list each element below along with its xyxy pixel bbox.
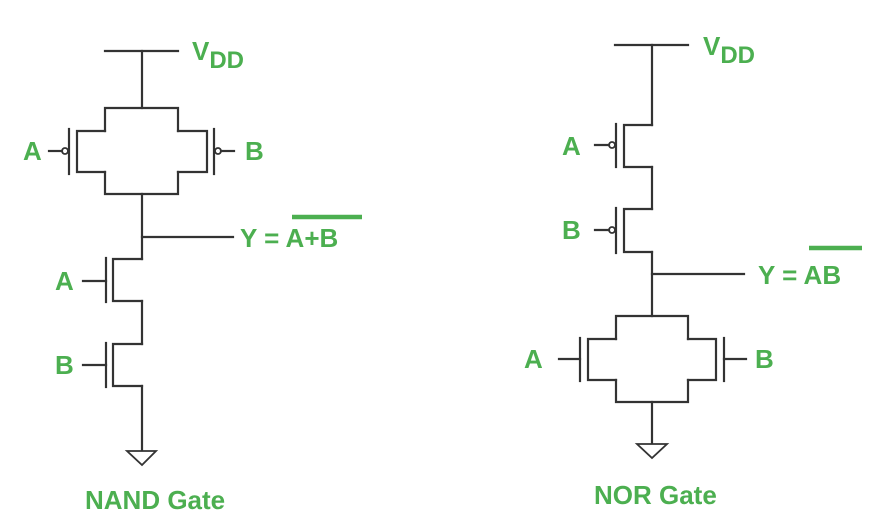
nor-nmos-top-bus	[614, 314, 690, 341]
nor-vdd-label: VDD	[703, 31, 755, 69]
nand-ground-icon	[124, 450, 159, 467]
nor-title: NOR Gate	[594, 480, 717, 510]
nand-vdd-label: VDD	[192, 36, 244, 74]
nand-output-label: Y = A+B	[240, 223, 338, 253]
nor-pmos-a-label: A	[562, 131, 581, 161]
nor-circuit: VDD A B Y = AB A B NOR Gat	[524, 31, 862, 510]
nand-circuit: VDD A B Y = A+B A B NAND G	[23, 36, 362, 515]
nor-nmos-a-label: A	[524, 344, 543, 374]
nand-pmos-top-bus	[103, 106, 180, 133]
nor-nmos-b-label: B	[755, 344, 774, 374]
nand-title: NAND Gate	[85, 485, 225, 515]
nor-nmos-a-channel	[586, 337, 618, 382]
nand-output-expression: A+B	[286, 223, 339, 253]
nor-output-expression: AB	[804, 260, 842, 290]
nand-pmos-b-channel	[176, 129, 209, 174]
nand-nmos-a-label: A	[55, 266, 74, 296]
nand-pmos-a-channel	[75, 129, 107, 174]
nand-nmos-b-label: B	[55, 350, 74, 380]
nor-pmos-b-label: B	[562, 215, 581, 245]
nand-nmos-b-channel	[111, 342, 144, 388]
nand-pmos-a-label: A	[23, 136, 42, 166]
nor-pmos-a-channel	[622, 123, 654, 169]
nor-nmos-b-channel	[686, 337, 718, 382]
nor-ground-icon	[634, 443, 670, 460]
nand-pmos-b-label: B	[245, 136, 264, 166]
nand-pmos-bottom-bus	[103, 170, 180, 196]
nand-nmos-a-channel	[111, 257, 144, 303]
nor-pmos-b-channel	[622, 207, 654, 254]
nor-nmos-bottom-bus	[614, 378, 690, 404]
nor-output-label: Y = AB	[758, 260, 841, 290]
